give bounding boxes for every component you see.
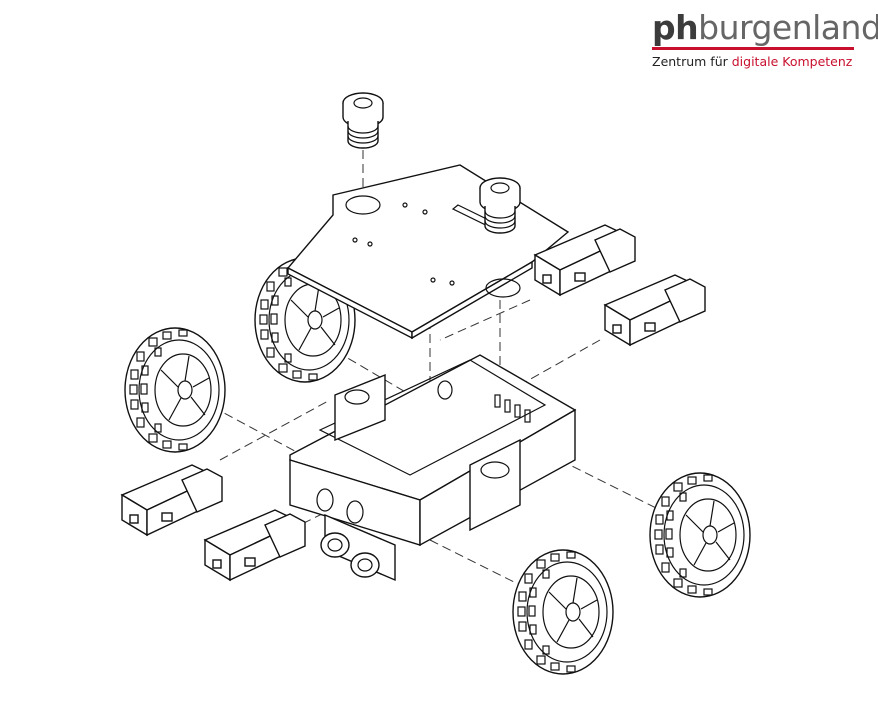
knob-top-right	[479, 177, 521, 234]
wheel-left	[124, 327, 226, 453]
motor-left-1	[121, 464, 223, 536]
wheel-right	[649, 472, 751, 598]
logo-underline	[652, 47, 854, 50]
tagline-plain: Zentrum für	[652, 54, 732, 69]
chassis	[289, 354, 577, 547]
logo: phburgenland Zentrum für digitale Kompet…	[652, 8, 878, 69]
knob-top-left	[342, 92, 384, 149]
ultrasonic-sensor	[320, 513, 396, 582]
logo-brand-rest: burgenland	[698, 8, 878, 47]
logo-tagline: Zentrum für digitale Kompetenz	[652, 54, 857, 69]
motor-top-right-2	[604, 274, 706, 346]
logo-wordmark: phburgenland	[652, 8, 878, 47]
wheel-front	[512, 549, 614, 675]
tagline-accent: digitale Kompetenz	[731, 54, 853, 69]
motor-left-2	[204, 509, 306, 581]
logo-brand-bold: ph	[652, 8, 699, 47]
